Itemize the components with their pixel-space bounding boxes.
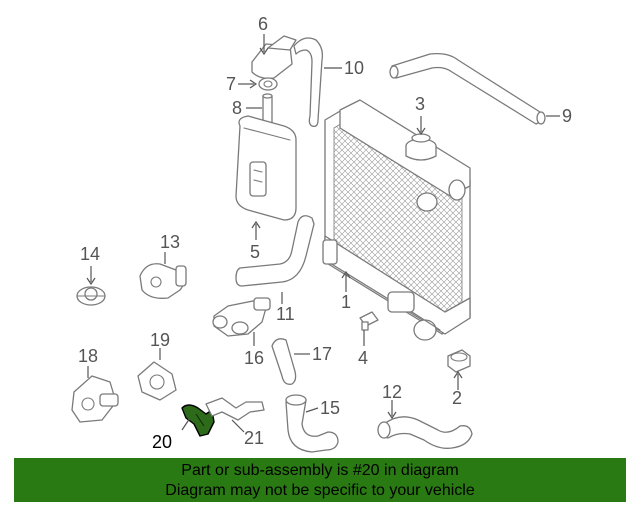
- callout-3: 3: [415, 94, 425, 114]
- housing-18-part[interactable]: [71, 375, 119, 423]
- callout-15: 15: [320, 398, 340, 418]
- callout-2: 2: [452, 388, 462, 408]
- water-inlet-part[interactable]: [212, 297, 271, 337]
- reservoir-tank-part[interactable]: [235, 115, 297, 221]
- callout-17: 17: [312, 344, 332, 364]
- pipe-21-part[interactable]: [205, 397, 265, 421]
- cap-2-part[interactable]: [447, 349, 471, 373]
- lower-hose-12-part[interactable]: [377, 416, 473, 449]
- callout-20: 20: [152, 432, 172, 452]
- callout-labels: 6 7 8 10 3 9 5 11 1 14 13 16 17 4 2 18 1…: [78, 14, 572, 452]
- exploded-parts-diagram: 6 7 8 10 3 9 5 11 1 14 13 16 17 4 2 18 1…: [71, 14, 572, 453]
- callout-11: 11: [276, 304, 295, 324]
- info-banner: Part or sub-assembly is #20 in diagram D…: [14, 458, 626, 502]
- highlighted-part-20[interactable]: [181, 404, 215, 437]
- drain-plug-part[interactable]: [359, 311, 379, 331]
- thermostat-part[interactable]: [76, 286, 106, 306]
- callout-4: 4: [358, 348, 368, 368]
- callout-8: 8: [232, 98, 242, 118]
- callout-10: 10: [344, 58, 364, 78]
- water-outlet-part[interactable]: [139, 263, 187, 299]
- callout-9: 9: [562, 106, 572, 126]
- callout-1: 1: [341, 292, 351, 312]
- radiator-part[interactable]: [322, 99, 471, 341]
- hose-17-part[interactable]: [271, 338, 297, 385]
- hose-15-part[interactable]: [285, 394, 339, 453]
- callout-5: 5: [250, 242, 260, 262]
- callout-12: 12: [382, 382, 402, 402]
- radiator-cap-part[interactable]: [405, 133, 437, 161]
- gasket-19-part[interactable]: [137, 361, 177, 401]
- callout-18: 18: [78, 346, 98, 366]
- callout-16: 16: [244, 348, 264, 368]
- gasket-part[interactable]: [258, 77, 278, 91]
- callout-14: 14: [80, 244, 100, 264]
- reservoir-cap-part[interactable]: [251, 35, 297, 80]
- hose-11-part[interactable]: [235, 215, 315, 287]
- callout-6: 6: [258, 14, 268, 34]
- banner-line-part: Part or sub-assembly is #20 in diagram: [181, 462, 459, 479]
- callout-13: 13: [160, 232, 180, 252]
- callout-7: 7: [226, 74, 236, 94]
- overflow-hose-part[interactable]: [293, 37, 324, 128]
- upper-hose-part[interactable]: [389, 52, 546, 125]
- callout-19: 19: [150, 330, 170, 350]
- callout-21: 21: [244, 428, 264, 448]
- leader-lines: [86, 34, 560, 433]
- banner-line-disclaimer: Diagram may not be specific to your vehi…: [165, 482, 475, 499]
